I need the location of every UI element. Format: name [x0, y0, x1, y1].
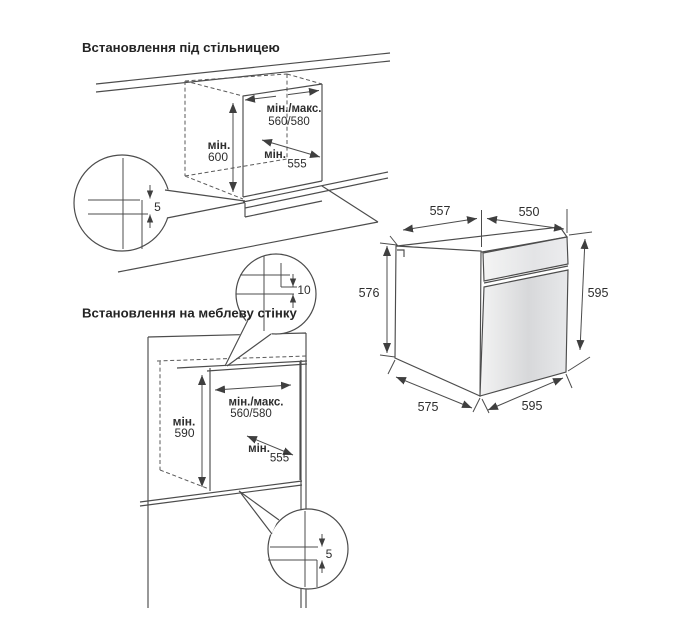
diagram-under-countertop: мін. 600 мін./макс. 560/580 мін. 555 5: [73, 52, 391, 273]
oven-back-height-value: 576: [359, 286, 380, 300]
oven-top-depth-value: 557: [430, 204, 451, 218]
bubble-pointer-bottom: [239, 491, 279, 535]
bubble-detail-lines-bottom: [268, 511, 318, 587]
dimension-height-600: мін. 600: [208, 103, 237, 192]
dimension-depth-555-2: мін. 555: [246, 435, 294, 465]
oven-side-face: [394, 245, 482, 397]
section-title-under-countertop: Встановлення під стільницею: [82, 40, 280, 55]
section-title-furniture-wall: Встановлення на меблеву стінку: [82, 306, 297, 321]
niche-height-label: мін.: [208, 138, 231, 152]
magnifier-circle-bottom: [267, 508, 349, 590]
niche-width-label-2: мін./макс.: [229, 397, 284, 409]
tall-cabinet-outline: [147, 332, 308, 608]
dimension-bottom-depth-575: 575: [395, 376, 473, 414]
niche-height-value: 600: [208, 150, 228, 164]
detail-bubble-top-gap: 10: [224, 253, 317, 367]
niche-width-label: мін./макс.: [267, 103, 322, 115]
dimension-height-590: мін. 590: [173, 375, 206, 487]
oven-back-notch: [397, 249, 405, 257]
oven-bottom-width-value: 595: [522, 399, 543, 413]
bubble-pointer: [165, 189, 245, 218]
oven-front-height-value: 595: [588, 286, 609, 300]
dimension-depth-555: мін. 555: [261, 138, 321, 171]
top-gap-value: 10: [297, 283, 311, 297]
dimension-bottom-width-595: 595: [487, 377, 564, 413]
detail-bubble-plinth-gap: 5: [73, 154, 246, 252]
niche-depth-label-2: мін.: [248, 443, 270, 455]
dimension-back-height-576: 576: [359, 246, 391, 353]
oven-bottom-depth-value: 575: [418, 400, 439, 414]
dimension-width-560-580: мін./макс. 560/580: [244, 87, 322, 128]
dimension-front-height-595: 595: [576, 238, 609, 351]
oven-door-gap-line: [483, 265, 569, 284]
dimension-width-560-580-2: мін./макс. 560/580: [214, 381, 292, 420]
detail-bubble-shelf-gap: 5: [238, 490, 349, 590]
oven-door: [479, 269, 569, 397]
oven-base-shelf-lines: [117, 171, 389, 273]
niche-opening-outline: [242, 83, 323, 197]
oven-top-width-value: 550: [519, 205, 540, 219]
niche-height-value-2: 590: [174, 426, 194, 440]
dimension-top-width-550: 550: [486, 205, 565, 232]
shelf-gap-value: 5: [326, 547, 333, 561]
countertop-lines: [95, 52, 391, 93]
diagram-furniture-wall: мін. 590 мін./макс. 560/580 мін. 555 5: [139, 253, 349, 608]
niche-depth-value: 555: [287, 159, 306, 171]
niche-height-label-2: мін.: [173, 415, 196, 429]
bubble-pointer-top: [225, 315, 272, 366]
bubble-detail-lines-top: [236, 256, 297, 331]
dimension-extension-lines: [379, 209, 593, 414]
niche-width-value-2: 560/580: [230, 408, 272, 420]
oven-control-panel: [482, 236, 569, 282]
plinth-gap-value: 5: [154, 200, 161, 214]
dimension-top-depth-557: 557: [402, 204, 478, 233]
niche-depth-value-2: 555: [270, 453, 289, 465]
niche-dashed-outline: [184, 73, 323, 200]
niche-depth-label: мін.: [264, 149, 286, 161]
bubble-detail-lines: [88, 158, 148, 249]
shelf-lines-2: [139, 480, 303, 507]
oven-isometric-drawing: 557 550 576 595 575 595: [359, 204, 609, 414]
niche-opening-outline-2: [209, 362, 301, 491]
niche-width-value: 560/580: [268, 116, 310, 128]
